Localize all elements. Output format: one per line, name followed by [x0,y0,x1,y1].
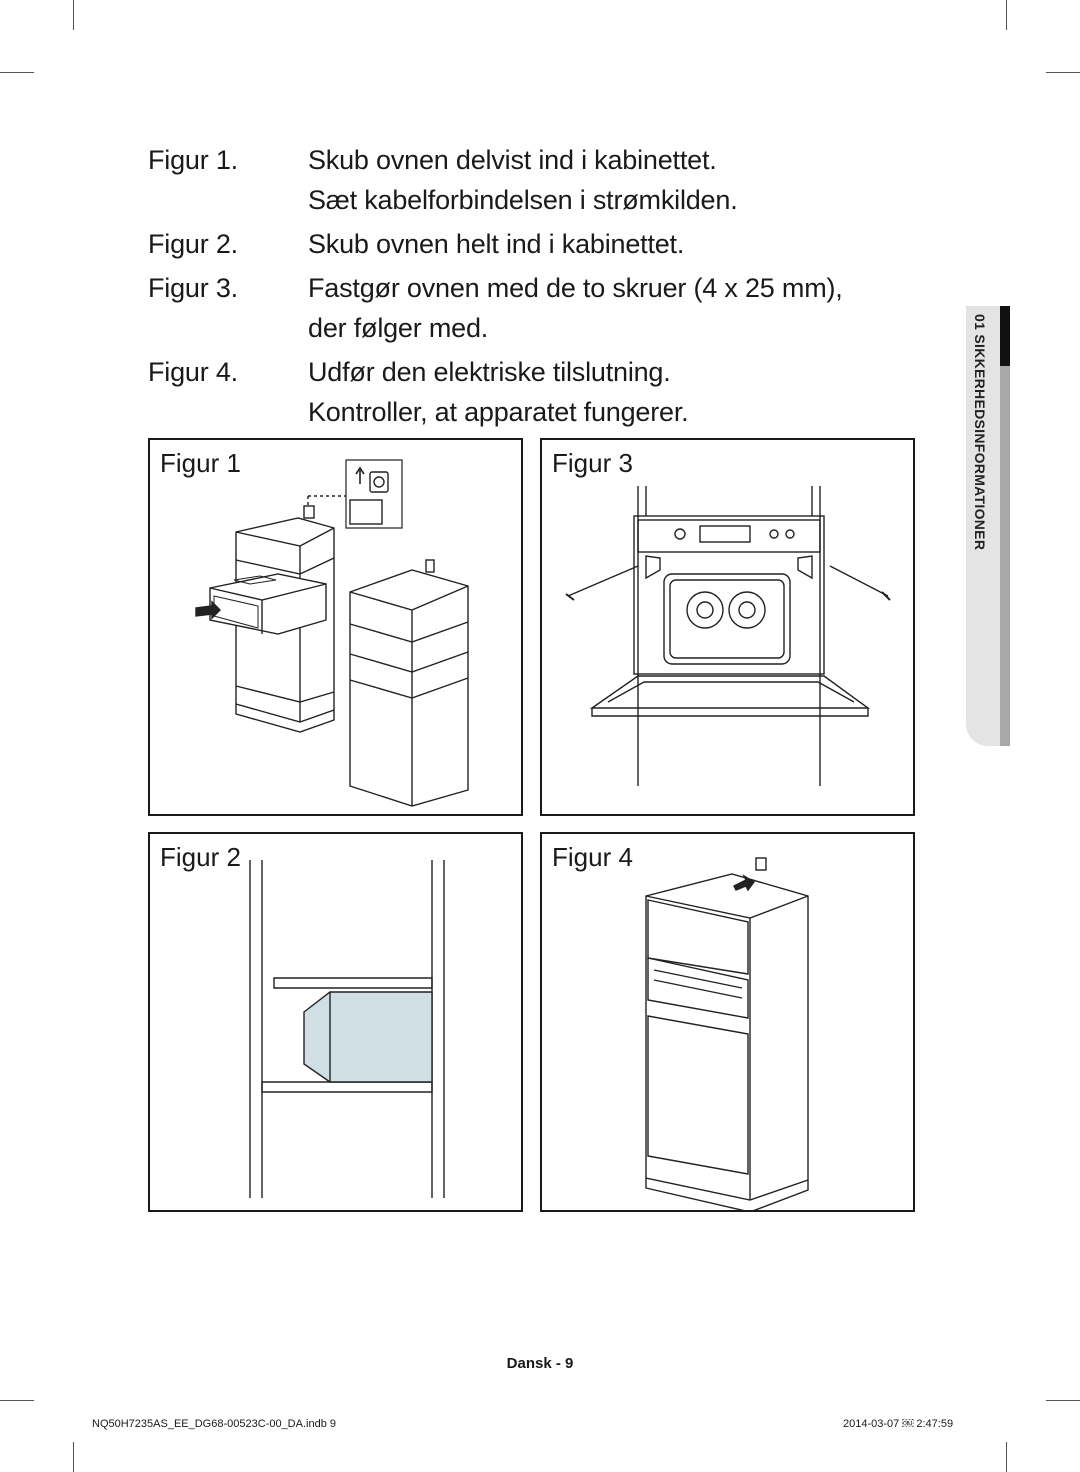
figure-1-illustration [195,459,469,807]
crop-mark [73,0,74,30]
instruction-line: Skub ovnen delvist ind i kabinettet. [308,145,717,175]
instruction-label: Figur 4. [148,357,238,387]
figure-title: Figur 2 [160,842,241,872]
instruction-line: Skub ovnen helt ind i kabinettet. [308,229,685,259]
crop-mark [0,1400,34,1401]
page-number: Dansk - 9 [506,1355,574,1372]
figure-3: Figur 3 [540,438,915,816]
instruction-text: Fastgør ovnen med de to skruer (4 x 25 m… [308,268,928,348]
instruction-text: Skub ovnen helt ind i kabinettet. [308,224,928,264]
figure-2: Figur 2 [148,832,523,1212]
instruction-item: Figur 3. Fastgør ovnen med de to skruer … [148,268,928,348]
instruction-line: Sæt kabelforbindelsen i strømkilden. [308,185,738,215]
footer-timestamp: 2014-03-07 ￼ 2:47:59 [843,1418,954,1430]
crop-mark [1046,1400,1080,1401]
section-tab-marker [1000,306,1010,366]
instruction-item: Figur 1. Skub ovnen delvist ind i kabine… [148,140,928,220]
figure-2-illustration [249,860,445,1198]
instruction-item: Figur 4. Udfør den elektriske tilslutnin… [148,352,928,432]
instruction-line: der følger med. [308,313,489,343]
figure-1: Figur 1 [148,438,523,816]
footer-filename: NQ50H7235AS_EE_DG68-00523C-00_DA.indb 9 [92,1418,336,1430]
instruction-list: Figur 1. Skub ovnen delvist ind i kabine… [148,140,928,432]
instruction-line: Kontroller, at apparatet fungerer. [308,397,689,427]
instruction-line: Udfør den elektriske tilslutning. [308,357,671,387]
figure-title: Figur 3 [552,448,633,478]
instruction-text: Skub ovnen delvist ind i kabinettet. Sæt… [308,140,928,220]
section-tab: 01 SIKKERHEDSINFORMATIONER [966,306,1010,746]
figure-title: Figur 1 [160,448,241,478]
instruction-label: Figur 3. [148,273,238,303]
crop-mark [73,1442,74,1472]
figure-4-illustration [645,857,809,1210]
instruction-text: Udfør den elektriske tilslutning. Kontro… [308,352,928,432]
figure-4: Figur 4 [540,832,915,1212]
crop-mark [1006,0,1007,30]
section-tab-label: 01 SIKKERHEDSINFORMATIONER [972,314,988,551]
crop-mark [1046,72,1080,73]
figure-3-illustration [565,486,891,786]
crop-mark [0,72,34,73]
instruction-label: Figur 1. [148,145,238,175]
instruction-label: Figur 2. [148,229,238,259]
figure-title: Figur 4 [552,842,633,872]
crop-mark [1006,1442,1007,1472]
instruction-item: Figur 2. Skub ovnen helt ind i kabinette… [148,224,928,264]
section-tab-bar [1000,306,1010,746]
instruction-line: Fastgør ovnen med de to skruer (4 x 25 m… [308,273,843,303]
